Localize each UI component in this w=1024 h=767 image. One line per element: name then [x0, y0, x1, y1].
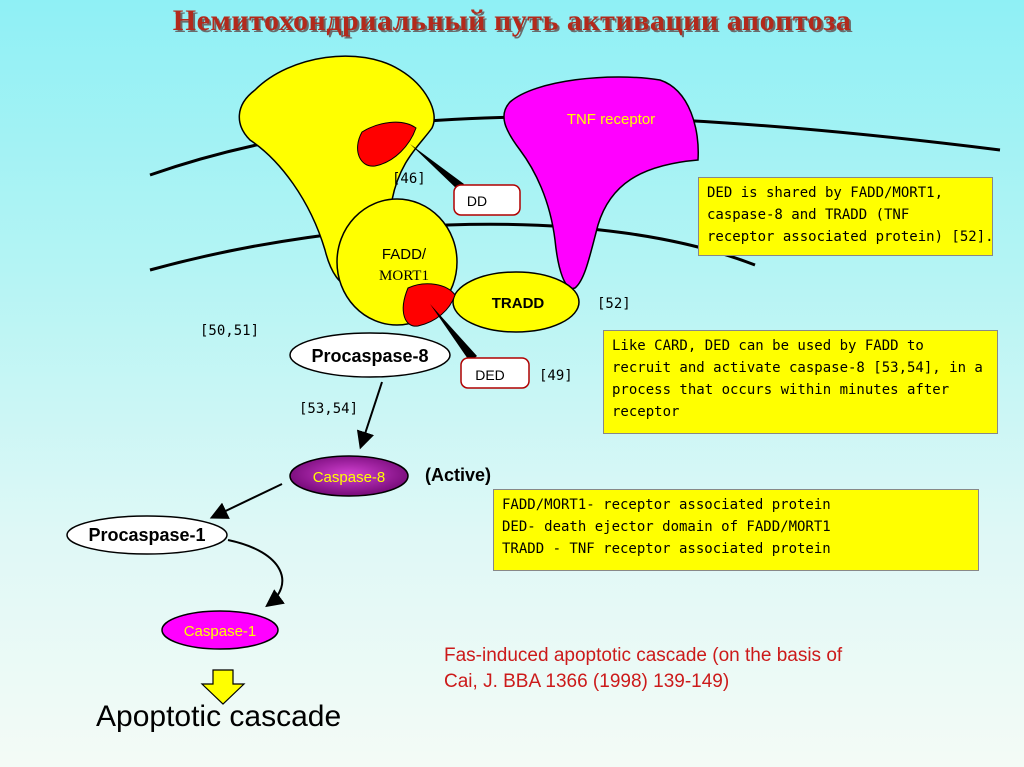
citation: Fas-induced apoptotic cascade (on the ba…: [444, 643, 842, 695]
procaspase-1-label: Procaspase-1: [88, 525, 205, 545]
ded-domain-shape: [402, 283, 456, 327]
note-line: receptor: [612, 404, 680, 420]
procaspase-8-label: Procaspase-8: [311, 346, 428, 366]
arrow-caspase8-to-procaspase1: [209, 483, 283, 519]
ded-callout-box: [460, 357, 530, 389]
membrane-inner: [149, 222, 756, 272]
citation-line: Fas-induced apoptotic cascade (on the ba…: [444, 645, 843, 666]
down-arrow-icon: [200, 669, 246, 705]
caspase-1-node: [161, 610, 279, 650]
ref-52: [52]: [597, 296, 631, 312]
caspase-1-label: Caspase-1: [184, 623, 257, 640]
dd-callout-pointer: [410, 144, 464, 190]
dd-callout-label: DD: [467, 193, 487, 209]
ded-callout-pointer: [430, 304, 477, 362]
note-line: recruit and activate caspase-8 [53,54], …: [612, 360, 983, 376]
note-line: FADD/MORT1- receptor associated protein: [502, 497, 831, 513]
tnf-receptor-shape: [503, 76, 699, 290]
note-line: process that occurs within minutes after: [612, 382, 950, 398]
arrow-procaspase8-to-caspase8: [356, 381, 383, 450]
tnf-receptor-label: TNF receptor: [567, 111, 655, 128]
apoptotic-cascade-label: Apoptotic cascade: [96, 700, 342, 733]
note-line: caspase-8 and TRADD (TNF: [707, 207, 910, 223]
procaspase-8-node: [289, 332, 451, 378]
fadd-label-line1: FADD/: [382, 246, 427, 263]
note-card: Like CARD, DED can be used by FADD to re…: [603, 330, 998, 434]
ref-49: [49]: [539, 368, 573, 384]
dd-domain-shape: [357, 121, 417, 167]
note-line: TRADD - TNF receptor associated protein: [502, 541, 831, 557]
note-line: DED- death ejector domain of FADD/MORT1: [502, 519, 831, 535]
ref-46: [46]: [392, 171, 426, 187]
note-line: receptor associated protein) [52].: [707, 229, 994, 245]
note-line: Like CARD, DED can be used by FADD to: [612, 338, 924, 354]
ref-50-51: [50,51]: [200, 323, 259, 339]
note-glossary: FADD/MORT1- receptor associated protein …: [493, 489, 979, 571]
fadd-label-line2: MORT1: [379, 268, 429, 284]
dd-callout-box: [453, 184, 521, 216]
tradd-ellipse: [452, 271, 580, 333]
page-title: Немитохондриальный путь активации апопто…: [172, 4, 852, 37]
ref-53-54: [53,54]: [299, 401, 358, 417]
arrow-procaspase1-to-caspase1: [227, 539, 285, 608]
caspase-8-node: [289, 455, 409, 497]
ded-callout-label: DED: [475, 367, 505, 383]
membrane-outer: [149, 115, 1001, 177]
tradd-label: TRADD: [492, 295, 545, 312]
procaspase-1-node: [66, 515, 228, 555]
citation-line: Cai, J. BBA 1366 (1998) 139-149): [444, 671, 730, 692]
caspase-8-active-label: (Active): [425, 465, 491, 485]
caspase-8-label: Caspase-8: [313, 469, 386, 486]
note-ded-shared: DED is shared by FADD/MORT1, caspase-8 a…: [698, 177, 994, 256]
note-line: DED is shared by FADD/MORT1,: [707, 185, 944, 201]
